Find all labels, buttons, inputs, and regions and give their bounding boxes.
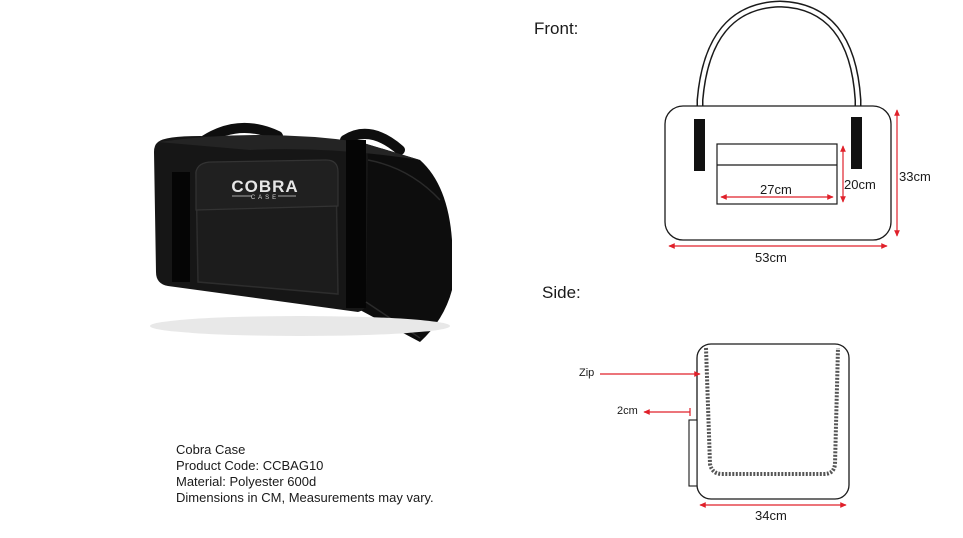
front-strap-left [694,119,705,171]
pocket-height-label: 20cm [844,177,876,192]
side-zip-line [704,347,840,476]
zip-label: Zip [579,367,595,379]
logo-subtext: CASE [251,195,279,201]
front-pocket-outline [716,143,838,205]
material: Material: Polyester 600d [176,474,317,489]
product-code: Product Code: CCBAG10 [176,458,324,473]
side-view-drawing [688,343,850,500]
logo-wordmark: COBRA [231,177,298,196]
side-depth-label: 34cm [755,508,787,523]
product-info-block: Cobra Case Product Code: CCBAG10 Materia… [176,442,434,506]
body-width-label: 53cm [755,250,787,265]
side-view-heading: Side: [542,283,581,302]
front-strap-right [851,117,862,169]
body-height-label: 33cm [899,169,931,184]
bag-illustration [150,122,452,342]
brand-name: Cobra Case [176,442,246,457]
zip-offset-label: 2cm [617,405,638,417]
front-view-drawing [664,0,892,241]
front-view-heading: Front: [534,19,579,38]
pocket-width-label: 27cm [760,182,792,197]
side-pocket-profile [688,419,698,487]
dimensions-note: Dimensions in CM, Measurements may vary. [176,490,434,505]
